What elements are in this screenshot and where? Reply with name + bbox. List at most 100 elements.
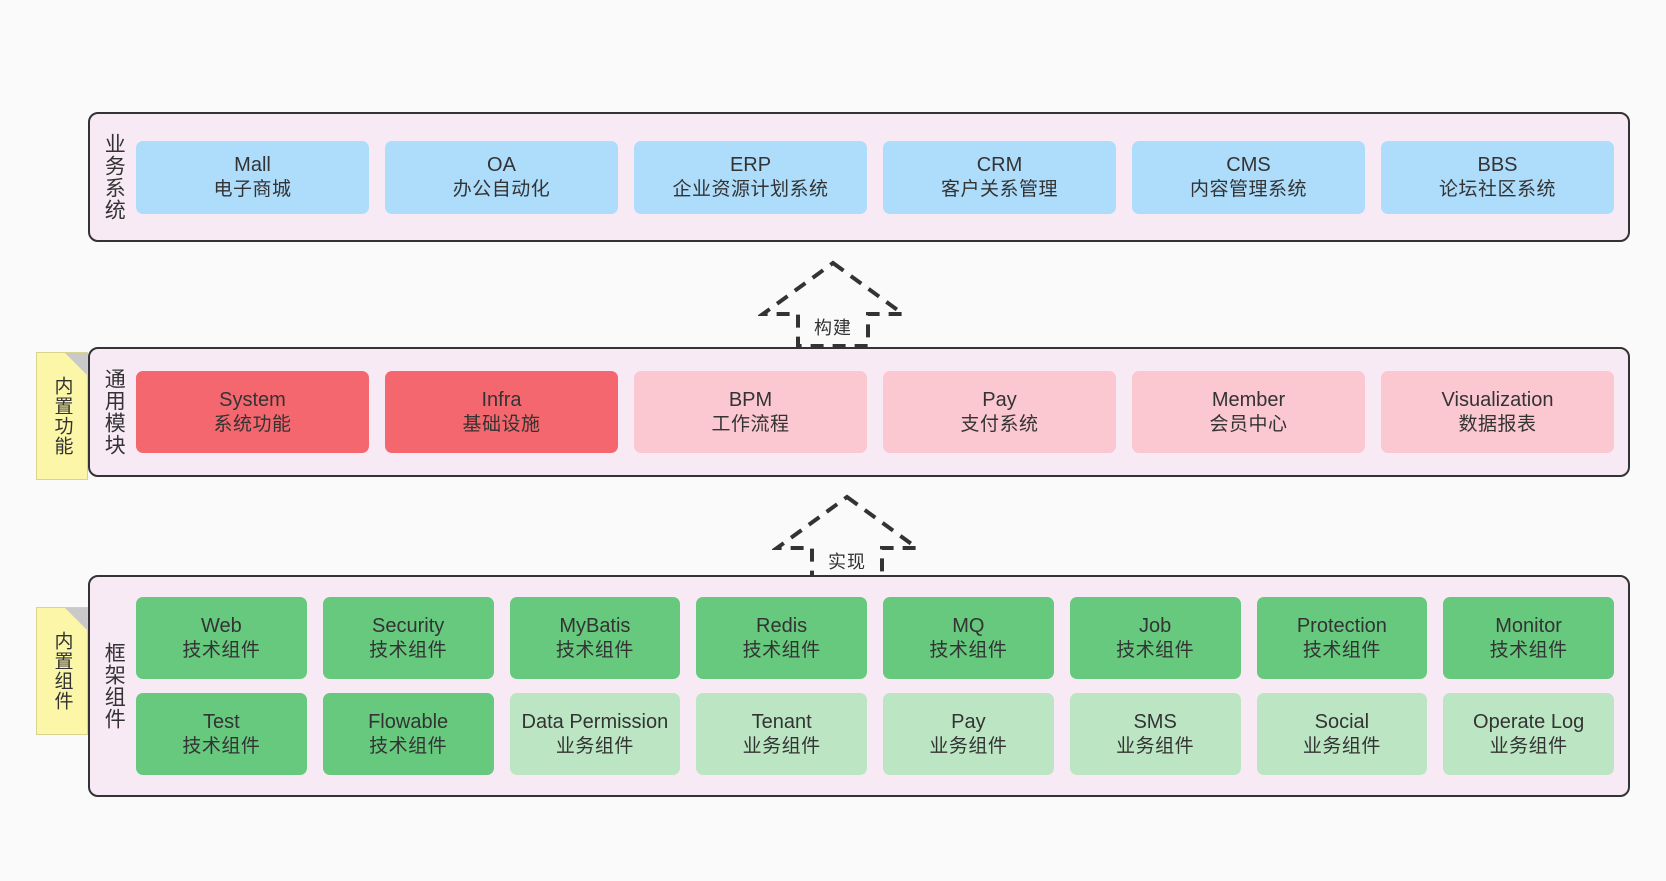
card-title: Flowable <box>368 711 449 734</box>
card-sms[interactable]: SMS 业务组件 <box>1069 693 1241 775</box>
card-title: Web <box>200 615 242 638</box>
card-title: Operate Log <box>1473 711 1585 734</box>
card-subtitle: 技术组件 <box>1302 639 1381 661</box>
card-subtitle: 办公自动化 <box>452 178 551 200</box>
card-subtitle: 会员中心 <box>1209 413 1288 435</box>
card-cms[interactable]: CMS 内容管理系统 <box>1132 140 1365 214</box>
card-title: BBS <box>1477 154 1518 177</box>
layer-title-business-systems: 业务系统 <box>102 133 126 221</box>
page-fold-icon <box>65 353 87 375</box>
card-subtitle: 业务组件 <box>1116 735 1195 757</box>
card-title: CRM <box>976 154 1023 177</box>
card-subtitle: 论坛社区系统 <box>1438 178 1556 200</box>
card-subtitle: 技术组件 <box>369 639 448 661</box>
layer-common-modules: 通用模块 System 系统功能 Infra 基础设施 BPM 工作流程 Pay… <box>88 347 1630 477</box>
layer-title-common-modules: 通用模块 <box>102 368 126 456</box>
card-subtitle: 技术组件 <box>742 639 821 661</box>
card-title: Infra <box>481 389 522 412</box>
card-subtitle: 技术组件 <box>929 639 1008 661</box>
sticky-note-builtin-components[interactable]: 内置组件 <box>36 607 88 735</box>
card-subtitle: 业务组件 <box>1489 735 1568 757</box>
card-mybatis[interactable]: MyBatis 技术组件 <box>509 597 681 679</box>
card-oa[interactable]: OA 办公自动化 <box>385 140 618 214</box>
layer-business-systems: 业务系统 Mall 电子商城 OA 办公自动化 ERP 企业资源计划系统 CRM… <box>88 112 1630 242</box>
card-subtitle: 技术组件 <box>1116 639 1195 661</box>
card-pay-component[interactable]: Pay 业务组件 <box>883 693 1054 775</box>
card-monitor[interactable]: Monitor 技术组件 <box>1443 597 1614 679</box>
layer-body-business-systems: Mall 电子商城 OA 办公自动化 ERP 企业资源计划系统 CRM 客户关系… <box>136 114 1628 240</box>
card-title: MQ <box>952 615 985 638</box>
card-title: Member <box>1211 389 1286 412</box>
card-security[interactable]: Security 技术组件 <box>322 597 494 679</box>
card-bbs[interactable]: BBS 论坛社区系统 <box>1381 140 1614 214</box>
card-system[interactable]: System 系统功能 <box>136 371 369 453</box>
card-crm[interactable]: CRM 客户关系管理 <box>883 140 1116 214</box>
card-title: Redis <box>756 615 808 638</box>
page-fold-icon <box>65 608 87 630</box>
card-title: Pay <box>951 711 986 734</box>
card-title: Tenant <box>751 711 812 734</box>
card-subtitle: 电子商城 <box>213 178 292 200</box>
layer-body-common-modules: System 系统功能 Infra 基础设施 BPM 工作流程 Pay 支付系统… <box>136 349 1628 475</box>
card-bpm[interactable]: BPM 工作流程 <box>634 371 867 453</box>
card-title: Protection <box>1296 615 1387 638</box>
connector-build-label: 构建 <box>814 318 852 338</box>
card-visualization[interactable]: Visualization 数据报表 <box>1381 371 1614 453</box>
card-mall[interactable]: Mall 电子商城 <box>136 140 369 214</box>
card-subtitle: 业务组件 <box>555 735 634 757</box>
card-job[interactable]: Job 技术组件 <box>1069 597 1241 679</box>
card-subtitle: 内容管理系统 <box>1189 178 1307 200</box>
card-title: BPM <box>728 389 773 412</box>
card-title: System <box>219 389 286 412</box>
card-row: Web 技术组件 Security 技术组件 MyBatis 技术组件 Redi… <box>136 597 1614 679</box>
connector-implement-label: 实现 <box>828 552 866 572</box>
card-subtitle: 数据报表 <box>1458 413 1537 435</box>
card-subtitle: 技术组件 <box>369 735 448 757</box>
card-operate-log[interactable]: Operate Log 业务组件 <box>1443 693 1614 775</box>
card-social[interactable]: Social 业务组件 <box>1256 693 1428 775</box>
card-mq[interactable]: MQ 技术组件 <box>883 597 1054 679</box>
card-title: OA <box>487 154 516 177</box>
card-infra[interactable]: Infra 基础设施 <box>385 371 618 453</box>
card-flowable[interactable]: Flowable 技术组件 <box>322 693 494 775</box>
card-title: Mall <box>234 154 271 177</box>
card-title: ERP <box>729 154 772 177</box>
card-title: Visualization <box>1441 389 1554 412</box>
card-data-permission[interactable]: Data Permission 业务组件 <box>509 693 681 775</box>
card-test[interactable]: Test 技术组件 <box>136 693 307 775</box>
card-title: Job <box>1139 615 1172 638</box>
connector-build-arrow: 构建 <box>758 258 908 350</box>
card-subtitle: 支付系统 <box>960 413 1039 435</box>
card-subtitle: 业务组件 <box>742 735 821 757</box>
layer-framework-components: 框架组件 Web 技术组件 Security 技术组件 MyBatis 技术组件… <box>88 575 1630 797</box>
card-title: Monitor <box>1495 615 1562 638</box>
card-web[interactable]: Web 技术组件 <box>136 597 307 679</box>
card-member[interactable]: Member 会员中心 <box>1132 371 1365 453</box>
layer-title-framework-components: 框架组件 <box>102 642 126 730</box>
card-subtitle: 技术组件 <box>182 735 261 757</box>
card-title: Test <box>203 711 240 734</box>
layer-body-framework-components: Web 技术组件 Security 技术组件 MyBatis 技术组件 Redi… <box>136 577 1628 795</box>
card-subtitle: 技术组件 <box>182 639 261 661</box>
card-erp[interactable]: ERP 企业资源计划系统 <box>634 140 867 214</box>
card-row: Test 技术组件 Flowable 技术组件 Data Permission … <box>136 693 1614 775</box>
card-title: CMS <box>1226 154 1271 177</box>
sticky-note-label: 内置功能 <box>51 376 73 456</box>
card-subtitle: 工作流程 <box>711 413 790 435</box>
card-subtitle: 系统功能 <box>213 413 292 435</box>
sticky-note-label: 内置组件 <box>51 631 73 711</box>
card-subtitle: 客户关系管理 <box>940 178 1058 200</box>
card-pay-module[interactable]: Pay 支付系统 <box>883 371 1116 453</box>
card-tenant[interactable]: Tenant 业务组件 <box>696 693 867 775</box>
sticky-note-builtin-features[interactable]: 内置功能 <box>36 352 88 480</box>
card-title: Data Permission <box>521 711 669 734</box>
card-protection[interactable]: Protection 技术组件 <box>1256 597 1428 679</box>
card-redis[interactable]: Redis 技术组件 <box>696 597 867 679</box>
card-subtitle: 技术组件 <box>555 639 634 661</box>
card-title: Security <box>372 615 445 638</box>
card-subtitle: 业务组件 <box>929 735 1008 757</box>
card-title: Pay <box>982 389 1017 412</box>
card-row: System 系统功能 Infra 基础设施 BPM 工作流程 Pay 支付系统… <box>136 371 1614 453</box>
card-subtitle: 企业资源计划系统 <box>672 178 829 200</box>
